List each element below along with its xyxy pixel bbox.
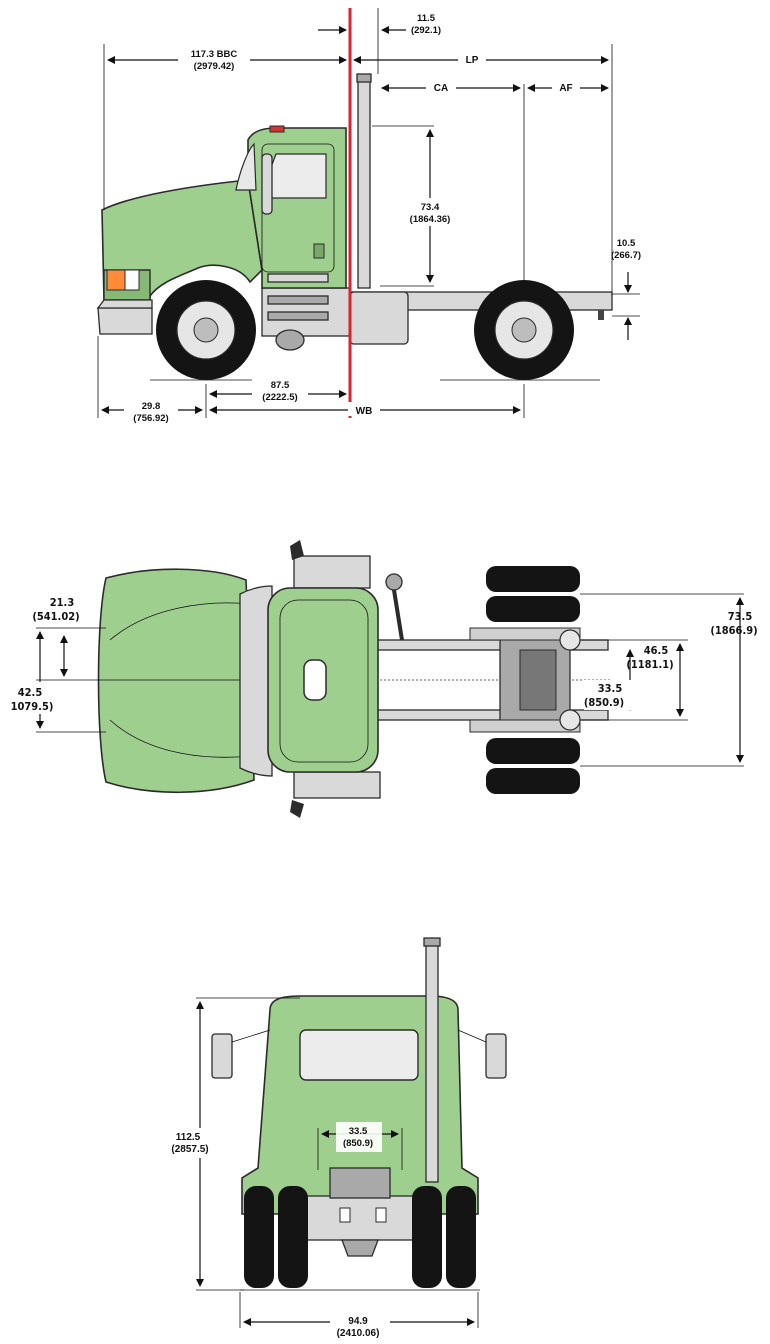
frame-end-light <box>598 310 604 320</box>
af-label: AF <box>559 83 572 94</box>
stack-offset-metric: (292.1) <box>411 25 441 36</box>
rear-tire-right-outer <box>446 1186 476 1288</box>
fuel-tank <box>349 291 409 345</box>
windshield <box>235 142 257 191</box>
axle-to-boc-value: 87.5 <box>271 380 290 391</box>
step-box-top <box>293 555 371 589</box>
dim-465-value: 46.5 <box>644 644 669 657</box>
front-bumper <box>97 307 153 335</box>
rear-tires-left <box>486 566 580 622</box>
rear-tires-right <box>486 738 580 794</box>
side-mirror <box>261 153 273 215</box>
frame-height-value: 10.5 <box>617 238 636 249</box>
front-overhang-value: 29.8 <box>142 401 161 412</box>
top-view: 21.3 (541.02) 42.5 1079.5) 73.5 (1866.9)… <box>6 540 758 818</box>
roof-hatch <box>303 659 327 701</box>
rear-wheel <box>474 280 574 380</box>
dim-335-value: 33.5 <box>598 682 623 695</box>
frame-width-metric: (850.9) <box>343 1138 373 1149</box>
overall-height-value: 112.5 <box>176 1132 201 1143</box>
step-box-bottom <box>293 771 381 799</box>
hood-top <box>97 568 255 794</box>
front-overhang-metric: (756.92) <box>133 413 168 424</box>
stack-offset-value: 11.5 <box>417 13 436 24</box>
rear-tire-right-inner <box>412 1186 442 1288</box>
cab-height-value: 73.4 <box>421 202 440 213</box>
exhaust-stack <box>357 79 371 289</box>
frame-width-value: 33.5 <box>349 1126 368 1137</box>
cab-height-metric: (1864.36) <box>410 214 451 225</box>
wheelbase-label: WB <box>356 406 373 417</box>
dim-735-value: 73.5 <box>728 610 753 623</box>
dim-425-metric: 1079.5) <box>11 700 54 713</box>
door-window <box>269 153 327 199</box>
ca-label: CA <box>434 83 448 94</box>
rear-window <box>299 1029 419 1081</box>
dim-465-metric: (1181.1) <box>626 658 673 671</box>
headlight <box>106 269 126 291</box>
rear-tire-left-outer <box>244 1186 274 1288</box>
overall-width-metric: (2410.06) <box>337 1328 380 1339</box>
bbc-metric: (2979.42) <box>194 61 235 72</box>
cab-marker-light <box>269 125 285 133</box>
exhaust-top-view <box>385 573 403 591</box>
rear-view: 112.5 (2857.5) 33.5 (850.9) 94.9 (2410.0… <box>166 937 507 1342</box>
overall-width-value: 94.9 <box>348 1316 368 1327</box>
side-view: 117.3 BBC (2979.42) 11.5 (292.1) LP CA A… <box>96 8 641 426</box>
exhaust-stack-rear <box>425 941 439 1183</box>
dim-735-metric: (1866.9) <box>710 624 757 637</box>
lp-label: LP <box>466 55 479 66</box>
bbc-value: 117.3 BBC <box>191 49 238 60</box>
mirror-left <box>211 1033 233 1079</box>
rear-tire-left-inner <box>278 1186 308 1288</box>
rear-frame <box>303 1195 417 1241</box>
mirror-right <box>485 1033 507 1079</box>
front-wheel <box>156 280 256 380</box>
overall-height-metric: (2857.5) <box>171 1144 208 1155</box>
dim-213-metric: (541.02) <box>32 610 79 623</box>
dim-335-metric: (850.9) <box>584 696 624 709</box>
dim-213-value: 21.3 <box>50 596 75 609</box>
dim-425-value: 42.5 <box>18 686 43 699</box>
axle-to-boc-metric: (2222.5) <box>262 392 297 403</box>
frame-height-metric: (266.7) <box>611 250 641 261</box>
